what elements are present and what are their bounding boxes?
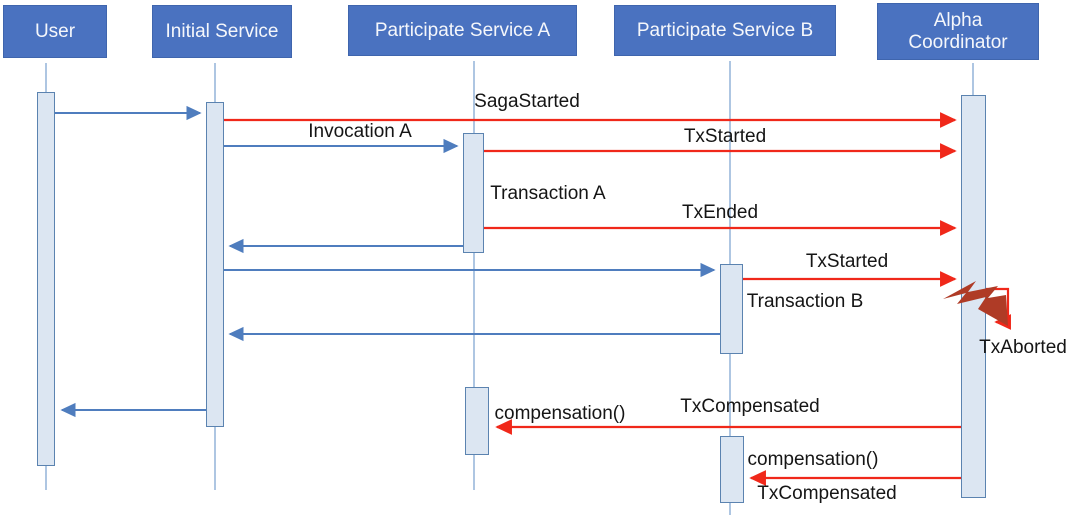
label-compensation-a: compensation()	[494, 403, 626, 424]
activation-initial-service	[206, 102, 224, 427]
label-tx-started-a: TxStarted	[683, 126, 767, 147]
label-saga-started: SagaStarted	[474, 91, 580, 112]
activation-service-b-transaction	[720, 264, 743, 354]
activation-service-a-transaction	[463, 133, 484, 253]
label-tx-started-b: TxStarted	[805, 251, 889, 272]
label-tx-compensated-b: TxCompensated	[757, 483, 897, 504]
lifeline-service-a	[473, 61, 475, 490]
label-compensation-b: compensation()	[747, 449, 879, 470]
label-transaction-a: Transaction A	[490, 183, 606, 204]
participant-initial-service: Initial Service	[152, 5, 292, 58]
participant-service-b: Participate Service B	[614, 5, 836, 56]
participant-user-label: User	[34, 20, 76, 42]
participant-service-b-label: Participate Service B	[636, 19, 814, 41]
label-invocation-a: Invocation A	[308, 121, 412, 142]
participant-alpha-coordinator-label: Alpha Coordinator	[908, 9, 1008, 53]
lifeline-alpha-coordinator	[972, 63, 974, 103]
participant-user: User	[3, 5, 107, 58]
participant-service-a-label: Participate Service A	[374, 19, 551, 41]
label-tx-compensated-a: TxCompensated	[680, 396, 820, 417]
label-tx-ended: TxEnded	[681, 202, 759, 223]
activation-service-a-compensation	[465, 387, 489, 455]
activation-service-b-compensation	[720, 436, 744, 503]
participant-initial-service-label: Initial Service	[165, 20, 279, 42]
label-tx-aborted: TxAborted	[979, 337, 1067, 358]
label-transaction-b: Transaction B	[746, 291, 864, 312]
activation-user	[37, 92, 55, 466]
arrow-tx-aborted-self-loop	[986, 287, 1011, 330]
participant-alpha-coordinator: Alpha Coordinator	[877, 3, 1039, 60]
activation-alpha-coordinator	[961, 95, 986, 498]
participant-service-a: Participate Service A	[348, 5, 577, 56]
